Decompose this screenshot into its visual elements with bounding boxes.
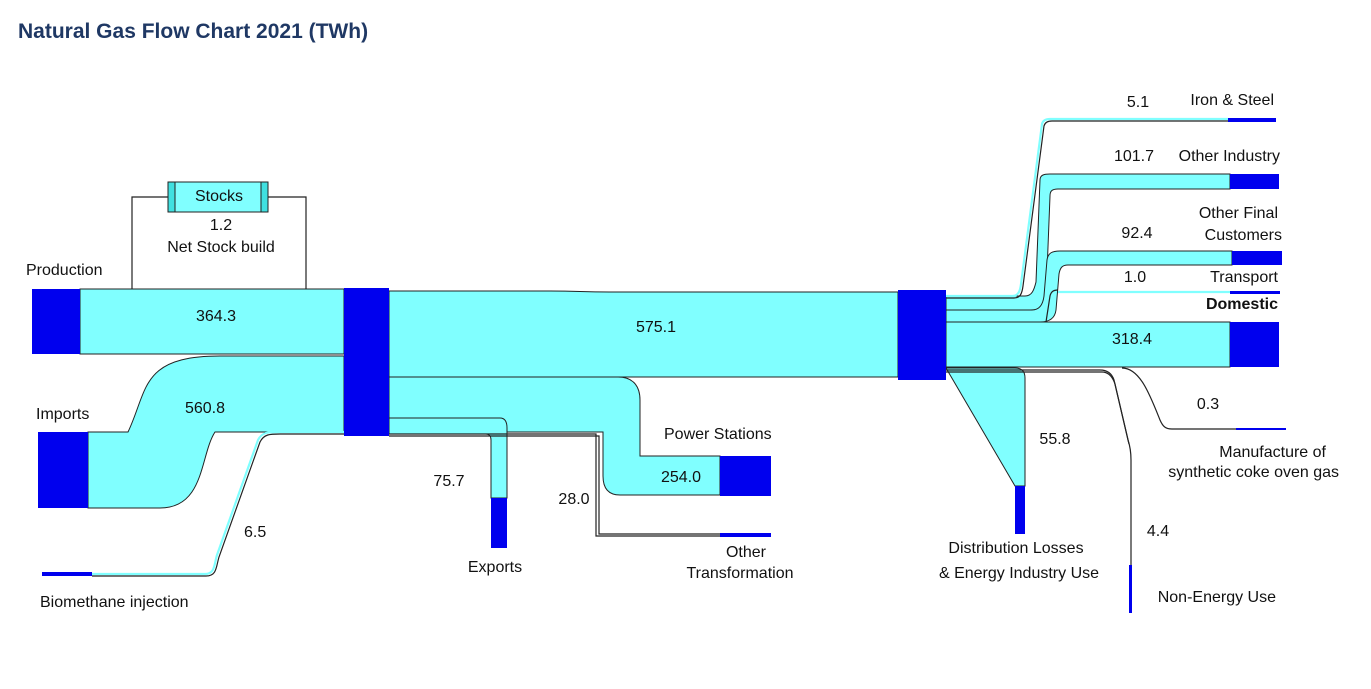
coke-oven-label-line2: synthetic coke oven gas [1168, 464, 1339, 481]
coke-oven-line [1121, 367, 1285, 430]
demand-node [898, 290, 946, 380]
other-final-customers-node [1232, 251, 1282, 265]
imports-node [38, 432, 88, 508]
iron-steel-value: 5.1 [1127, 94, 1149, 111]
distribution-losses-node [1015, 486, 1025, 534]
non-energy-value: 4.4 [1147, 523, 1169, 540]
imports-label: Imports [36, 406, 89, 423]
transfer-node [344, 288, 389, 436]
distribution-losses-flow [945, 367, 1026, 487]
other-final-customers-flow [945, 250, 1233, 323]
other-industry-node [1230, 174, 1279, 189]
distribution-losses-label-line1: Distribution Losses [948, 540, 1083, 557]
other-transformation-value: 28.0 [558, 491, 589, 508]
supply-value: 575.1 [636, 319, 676, 336]
stocks-label: Stocks [195, 188, 243, 205]
exports-label: Exports [468, 559, 522, 576]
distribution-losses-value: 55.8 [1039, 431, 1070, 448]
iron-steel-label: Iron & Steel [1190, 92, 1274, 109]
coke-oven-label-line1: Manufacture of [1219, 444, 1326, 461]
domestic-value: 318.4 [1112, 331, 1152, 348]
power-stations-value: 254.0 [661, 469, 701, 486]
coke-oven-value: 0.3 [1197, 396, 1219, 413]
domestic-node [1230, 322, 1279, 367]
biomethane-label: Biomethane injection [40, 594, 189, 611]
biomethane-value: 6.5 [244, 524, 266, 541]
other-transformation-label-line2: Transformation [687, 565, 794, 582]
transport-label: Transport [1210, 269, 1278, 286]
coke-oven-node [1236, 428, 1286, 430]
domestic-label: Domestic [1206, 296, 1278, 313]
domestic-flow [945, 321, 1231, 368]
power-stations-label: Power Stations [664, 426, 772, 443]
production-node [32, 289, 80, 354]
production-flow [79, 288, 345, 355]
biomethane-node [42, 572, 92, 576]
other-transformation-label-line1: Other [726, 544, 767, 561]
page-title: Natural Gas Flow Chart 2021 (TWh) [18, 20, 369, 43]
transport-node [1230, 291, 1280, 294]
transport-value: 1.0 [1124, 269, 1146, 286]
non-energy-label: Non-Energy Use [1158, 589, 1276, 606]
production-value: 364.3 [196, 308, 236, 325]
distribution-losses-label-line2: & Energy Industry Use [939, 565, 1099, 582]
other-transformation-line [389, 433, 720, 537]
power-stations-node [720, 456, 771, 496]
other-industry-value: 101.7 [1114, 148, 1154, 165]
exports-value: 75.7 [433, 473, 464, 490]
stocks-value: 1.2 [210, 217, 232, 234]
stocks-caption: Net Stock build [167, 239, 275, 256]
stocks-box-inner [174, 181, 262, 213]
other-industry-flow [945, 173, 1231, 311]
production-label: Production [26, 262, 103, 279]
imports-value: 560.8 [185, 400, 225, 417]
exports-node [491, 498, 507, 548]
biomethane-flow [92, 430, 344, 576]
iron-steel-flow [946, 117, 1228, 298]
other-final-customers-label-line2: Customers [1205, 227, 1282, 244]
iron-steel-node [1228, 118, 1276, 122]
other-transformation-node [720, 533, 771, 537]
other-final-customers-value: 92.4 [1121, 225, 1152, 242]
other-industry-label: Other Industry [1179, 148, 1280, 165]
non-energy-node [1129, 565, 1132, 613]
other-final-customers-label-line1: Other Final [1199, 205, 1278, 222]
stocks-loop-line [131, 196, 307, 289]
